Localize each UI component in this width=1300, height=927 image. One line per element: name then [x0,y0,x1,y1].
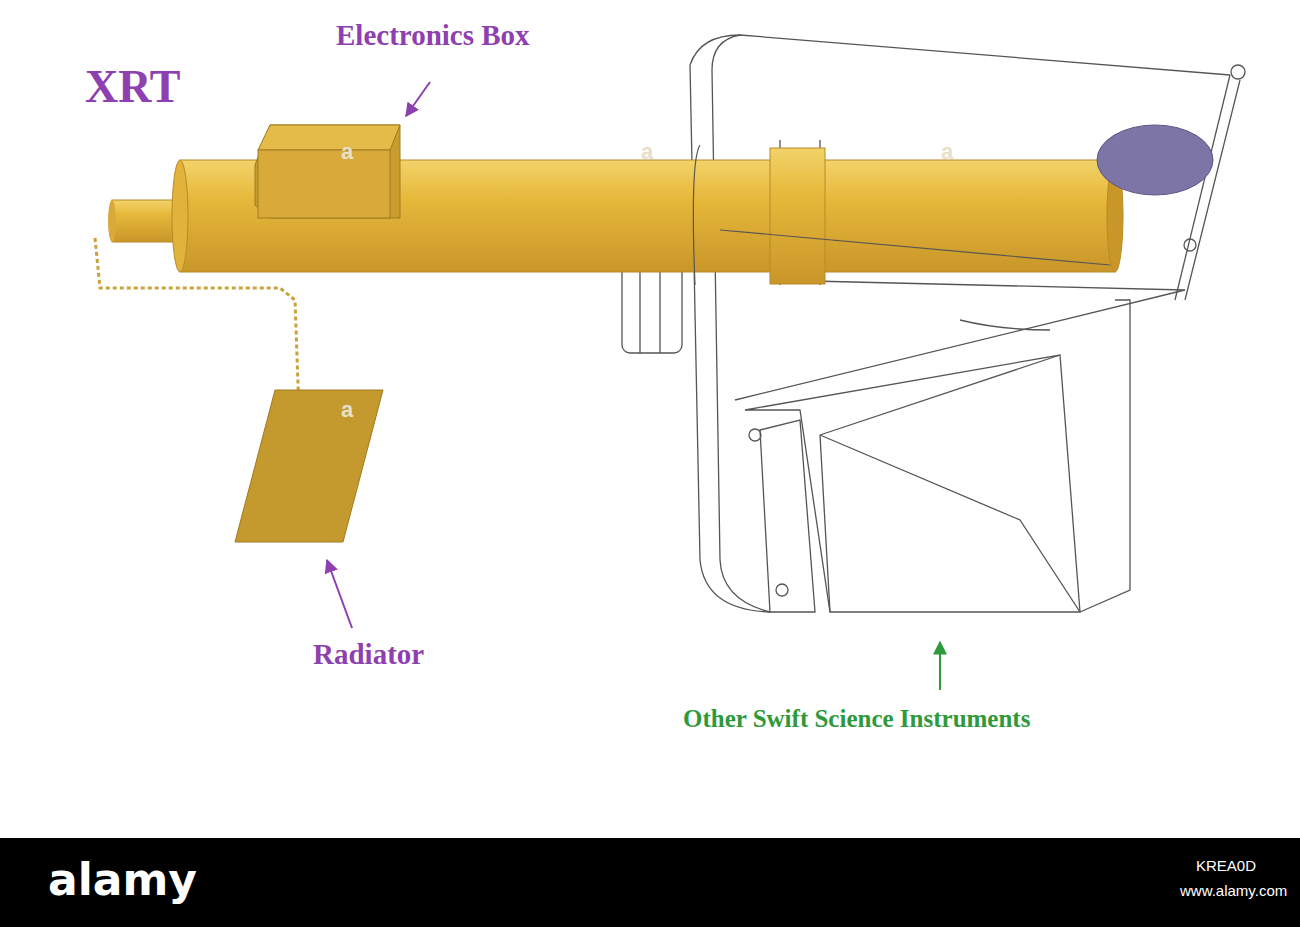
part-label: Electronics Box [336,20,530,52]
instrument-title: XRT [85,62,181,113]
watermark: a [341,398,353,422]
watermark-url: www.alamy.com [1180,883,1287,900]
watermark: a [341,140,353,164]
part-label: Radiator [313,639,424,671]
image-id: KREA0D [1196,858,1256,875]
watermark: a [941,140,953,164]
watermark: a [641,140,653,164]
part-label: Other Swift Science Instruments [683,705,1030,733]
watermark-logo: alamy [48,856,197,904]
